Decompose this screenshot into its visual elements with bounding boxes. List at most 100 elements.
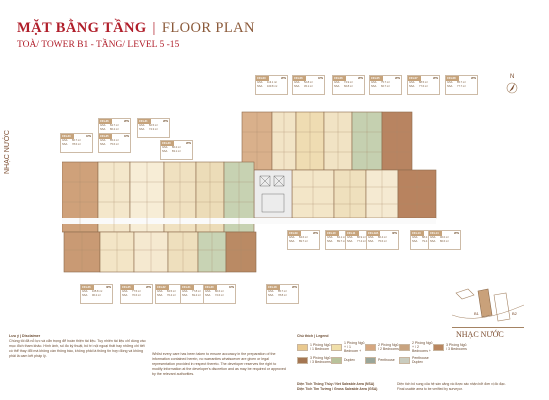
legend-title: Chú thích | Legend [297,334,329,338]
gsa-label: GSA [347,236,353,239]
legend-label: 3 Phòng Ngủ / 3 Bedrooms [310,356,331,364]
gsa-value: 84.6 m² [299,236,308,239]
unit-code: C01-18 [267,285,280,290]
nsa-value: 89.7 m² [337,239,346,243]
legend-swatch [331,356,342,364]
unit-bedrooms: 1PN [85,135,91,138]
area-note-term: Diện Tích Tim Tường / Gross Saleable Are… [297,386,378,391]
gsa-label: GSA [412,236,418,239]
unit-card: C01-18 2PN GSA 85.7 m² NSA 78.8 m² [266,284,299,304]
gsa-value: 85.2 m² [110,139,119,142]
legend-label: 3 Phòng Ngủ / 3 Bedrooms [446,343,467,351]
unit-bedrooms: 2PN [291,286,297,289]
nsa-value: 45.1 m² [304,84,313,88]
nsa-value: 86.2 m² [110,127,119,131]
nsa-label: NSA [371,84,377,88]
gsa-label: GSA [182,290,188,293]
gsa-value: 113.1 m² [267,81,278,84]
legend-swatch [365,343,376,351]
nsa-value: 66.8 m² [344,84,353,88]
gsa-label: GSA [430,236,436,239]
nsa-value: 66.7 m² [381,84,390,88]
gsa-label: GSA [100,139,106,142]
keymap-label: NHẠC NƯỚC [456,330,504,339]
unit-code: C01-08 [446,76,459,81]
compass-north-label: N [510,74,515,80]
legend-item: 3 Phòng Ngủ / 3 Bedrooms [433,341,467,353]
gsa-label: GSA [327,236,333,239]
gsa-value: 90.0 m² [440,236,449,239]
floor-plan [61,92,450,280]
nsa-label: NSA [409,84,415,88]
legend-swatch [331,343,342,351]
unit-code: C01-13 [411,231,424,236]
legend-label: Duplex [344,358,355,362]
nsa-label: NSA [82,293,88,297]
unit-bedrooms: 1PN [228,286,234,289]
unit-code: C01-14 [429,231,442,236]
compass-icon [506,82,518,94]
nsa-label: NSA [289,239,295,243]
gsa-label: GSA [289,236,295,239]
nsa-label: NSA [162,149,168,153]
gsa-label: GSA [268,290,274,293]
nsa-label: NSA [430,239,436,243]
nsa-label: NSA [257,84,263,88]
nsa-label: NSA [368,239,374,243]
legend-label: 1 Phòng Ngủ / 1 Bedroom [310,343,331,351]
unit-bedrooms: 2PN [145,286,151,289]
unit-bedrooms: 2PN [123,120,129,123]
nsa-value: 70.6 m² [132,293,141,297]
unit-bedrooms: 2PN [453,232,459,235]
side-label: NHẠC NƯỚC [4,130,11,174]
unit-bedrooms: 2PN [185,142,191,145]
page-subtitle: TOÀ/ TOWER B1 - TẦNG/ LEVEL 5 -15 [17,40,180,50]
gsa-value: 85.7 m² [278,290,287,293]
legend-swatch [297,343,308,351]
title-separator: | [152,20,156,36]
legend-item: Penthouse [365,356,399,364]
legend-label: 2 Phòng Ngủ / 2 Bedrooms [378,343,399,351]
unit-code: C01-20 [204,285,217,290]
gsa-value: 75.7 m² [381,81,390,84]
gsa-label: GSA [139,124,145,127]
nsa-value: 77.6 m² [419,84,428,88]
page-title: MẶT BẰNG TẦNG|FLOOR PLAN [17,20,255,37]
gsa-value: 86.9 m² [357,236,366,239]
area-note: Diện Tích Thông Thủy / Net Saleable Area… [297,382,547,387]
gsa-value: 74.9 m² [344,81,353,84]
unit-code: C01-12A [367,231,380,236]
nsa-value: 79.4 m² [422,239,431,243]
nsa-label: NSA [334,84,340,88]
unit-bedrooms: 2PN [394,77,400,80]
compass: N [501,74,523,98]
nsa-value: 78.8 m² [278,293,287,297]
unit-code: C01-35 [99,134,112,139]
disclaimer-en: Whilst every care has been taken to ensu… [152,352,286,376]
nsa-label: NSA [268,293,274,297]
legend-swatch [297,356,308,364]
unit-code: C01-25 [121,285,134,290]
gsa-label: GSA [409,81,415,84]
unit-bedrooms: 1PN [317,77,323,80]
unit-code: C01-22 [156,285,169,290]
unit-bedrooms: 2PN [432,77,438,80]
gsa-value: 80.6 m² [215,290,224,293]
nsa-label: NSA [157,293,163,297]
gsa-value: 85.7 m² [457,81,466,84]
gsa-value: 82.5 m² [149,124,158,127]
legend-item: 2 Phòng Ngủ + / 2 Bedrooms + [399,341,433,353]
unit-bedrooms: 1PN [123,135,129,138]
gsa-label: GSA [162,146,168,149]
legend-item: 2 Phòng Ngủ / 2 Bedrooms [365,341,399,353]
gsa-label: GSA [334,81,340,84]
gsa-label: GSA [205,290,211,293]
nsa-label: NSA [100,127,106,131]
unit-bedrooms: 2PN [312,232,318,235]
